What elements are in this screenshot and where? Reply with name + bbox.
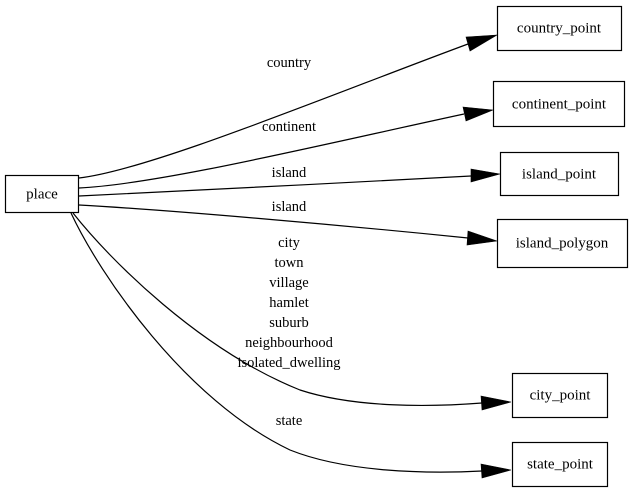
edge-label-island-polygon: island <box>272 199 307 215</box>
arrowhead-icon <box>462 106 494 122</box>
node-continent_point-box <box>492 80 626 128</box>
edge-place-to-country_point[interactable] <box>78 34 498 179</box>
edge-label-city-line-isolated-dwelling: isolated_dwelling <box>237 355 340 371</box>
arrowhead-icon <box>480 395 512 411</box>
arrowhead-icon <box>465 34 498 52</box>
arrowhead-icon <box>466 230 498 246</box>
edge-label-island-point: island <box>272 165 307 181</box>
edge-label-city-multiline: city town village hamlet suburb neighbou… <box>237 235 340 371</box>
edge-label-state: state <box>276 413 303 429</box>
node-state_point[interactable]: state_point <box>511 441 609 488</box>
node-place-box <box>4 174 80 214</box>
edge-place-to-island_point[interactable] <box>78 168 501 197</box>
node-continent_point[interactable]: continent_point <box>492 80 626 128</box>
edge-place-to-continent_point[interactable] <box>78 106 494 189</box>
node-country_point-label: country_point <box>517 20 602 36</box>
edge-label-city-line-village: village <box>269 275 308 291</box>
node-country_point[interactable]: country_point <box>496 5 623 52</box>
edge-label-city-line-town: town <box>275 255 305 271</box>
edge-line <box>72 212 483 407</box>
node-island_polygon-label: island_polygon <box>516 235 609 251</box>
edge-line <box>78 204 469 239</box>
edge-label-city-line-neighbourhood: neighbourhood <box>245 335 334 351</box>
edge-label-group: country continent island island city tow… <box>237 55 340 429</box>
edge-label-city-line-city: city <box>278 235 300 251</box>
edge-label-city-line-suburb: suburb <box>269 315 308 331</box>
edge-line <box>78 113 465 189</box>
node-island_point[interactable]: island_point <box>499 151 620 197</box>
node-country_point-box <box>496 5 623 52</box>
node-island_polygon-box <box>496 218 629 269</box>
node-island_point-box <box>499 151 620 197</box>
node-state_point-box <box>511 441 609 488</box>
arrowhead-icon <box>480 463 512 479</box>
node-place[interactable]: place <box>4 174 80 214</box>
edge-place-to-state_point[interactable] <box>70 212 512 479</box>
edge-place-to-city_point[interactable] <box>72 212 512 411</box>
node-city_point-box <box>511 372 609 419</box>
edge-label-country: country <box>267 55 312 71</box>
node-island_point-label: island_point <box>522 166 597 182</box>
node-city_point-label: city_point <box>530 387 592 403</box>
target-node-group: country_point continent_point island_poi… <box>492 5 629 488</box>
edge-group <box>70 34 512 479</box>
edge-line <box>70 212 483 473</box>
node-city_point[interactable]: city_point <box>511 372 609 419</box>
edge-label-city-line-hamlet: hamlet <box>269 295 308 311</box>
edge-place-to-island_polygon[interactable] <box>78 204 498 246</box>
node-place-label: place <box>26 186 58 202</box>
arrowhead-icon <box>470 168 501 183</box>
edge-line <box>78 43 469 179</box>
node-island_polygon[interactable]: island_polygon <box>496 218 629 269</box>
edge-line <box>78 175 472 197</box>
node-continent_point-label: continent_point <box>512 96 607 112</box>
node-state_point-label: state_point <box>527 456 594 472</box>
edge-label-continent: continent <box>262 119 316 135</box>
